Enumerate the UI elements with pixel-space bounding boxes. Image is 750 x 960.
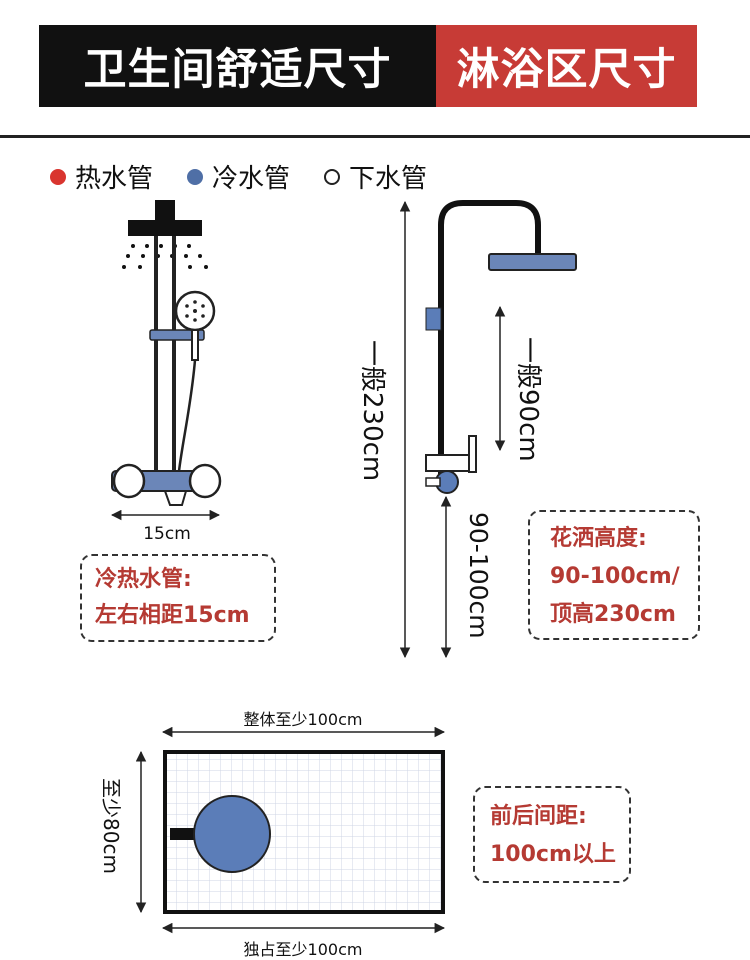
note-left-line2: 左右相距15cm xyxy=(95,603,250,628)
head-height-label: 一般90cm xyxy=(513,337,543,462)
note-right-line1: 花洒高度: xyxy=(550,526,647,551)
shower-pipe-illustration xyxy=(425,200,577,494)
header-bar: 卫生间舒适尺寸 淋浴区尺寸 xyxy=(39,25,697,107)
legend-label-drain: 下水管 xyxy=(349,164,428,194)
legend-item-hot: 热水管 xyxy=(50,158,153,195)
legend-label-cold: 冷水管 xyxy=(212,164,291,194)
note-right-line2: 90-100cm/ xyxy=(550,564,680,589)
drain-pipe-dot-icon xyxy=(324,168,341,185)
wall-mount-bracket xyxy=(170,828,196,840)
shower-set-illustration xyxy=(111,200,222,506)
legend-item-cold: 冷水管 xyxy=(187,158,290,195)
note-right-line3: 顶高230cm xyxy=(550,602,676,627)
note-left: 冷热水管: 左右相距15cm xyxy=(80,554,276,642)
header-divider xyxy=(0,135,750,138)
floor-top-label: 整体至少100cm xyxy=(244,710,363,729)
floor-bottom-label: 独占至少100cm xyxy=(244,940,363,959)
cold-pipe-dot-icon xyxy=(187,168,204,185)
note-right: 花洒高度: 90-100cm/ 顶高230cm xyxy=(528,510,700,640)
legend-item-drain: 下水管 xyxy=(324,158,427,195)
shower-head-top-view xyxy=(193,795,271,873)
note-floor-line2: 100cm以上 xyxy=(490,842,616,867)
water-spray-icon xyxy=(122,244,208,269)
header-title-right: 淋浴区尺寸 xyxy=(436,25,697,107)
mixer-height-label: 90-100cm xyxy=(464,512,493,639)
note-left-line1: 冷热水管: xyxy=(95,567,192,592)
hot-pipe-dot-icon xyxy=(50,168,66,185)
legend-label-hot: 热水管 xyxy=(75,164,154,194)
note-floor-line1: 前后间距: xyxy=(490,804,587,829)
total-height-label: 一般230cm xyxy=(357,340,387,481)
header-title-left: 卫生间舒适尺寸 xyxy=(39,25,436,107)
floor-side-label: 至少80cm xyxy=(99,778,123,874)
width-dimension-label: 15cm xyxy=(143,524,191,544)
legend: 热水管 冷水管 下水管 xyxy=(50,158,461,195)
note-floor: 前后间距: 100cm以上 xyxy=(473,786,631,883)
